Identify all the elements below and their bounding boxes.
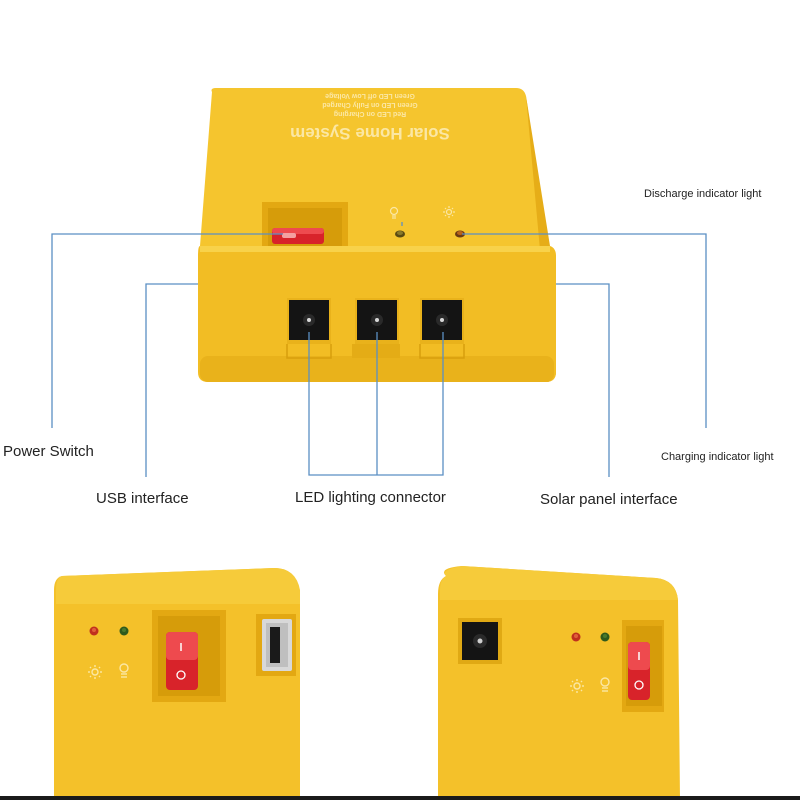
callout-charging-indicator: Charging indicator light [661, 451, 774, 463]
rocker-switch-icon [622, 620, 664, 712]
sun-icon [88, 665, 102, 679]
leader-lines [51, 222, 707, 477]
rocker-switch-icon [262, 202, 348, 246]
dc-jack-icon [420, 298, 464, 344]
callout-power-switch: Power Switch [3, 443, 94, 460]
device-printed-line-2: Green LED on Fully Charged [322, 101, 417, 108]
callout-usb-interface: USB interface [96, 490, 189, 507]
device-printed-title: Solar Home System [290, 124, 450, 143]
indicator-led-icon [395, 230, 465, 238]
main-device: Solar Home System Red LED on Charging Gr… [198, 88, 556, 382]
callout-led-connector: LED lighting connector [295, 489, 446, 506]
device-printed-line-3: Green LED off Low Voltage [325, 92, 415, 99]
usb-port-icon [256, 614, 296, 676]
bulb-icon [119, 663, 129, 678]
device-printed-line-1: Red LED on Charging [334, 110, 406, 117]
bulb-icon [389, 206, 399, 219]
bulb-icon [600, 677, 610, 692]
dc-jack-icon [458, 618, 502, 664]
callout-solar-interface: Solar panel interface [540, 491, 678, 508]
rocker-switch-icon [152, 610, 226, 702]
sun-icon [570, 679, 584, 693]
sun-icon [443, 206, 455, 218]
right-device [438, 566, 680, 800]
callout-discharge-indicator: Discharge indicator light [644, 188, 762, 200]
left-device [54, 568, 300, 800]
